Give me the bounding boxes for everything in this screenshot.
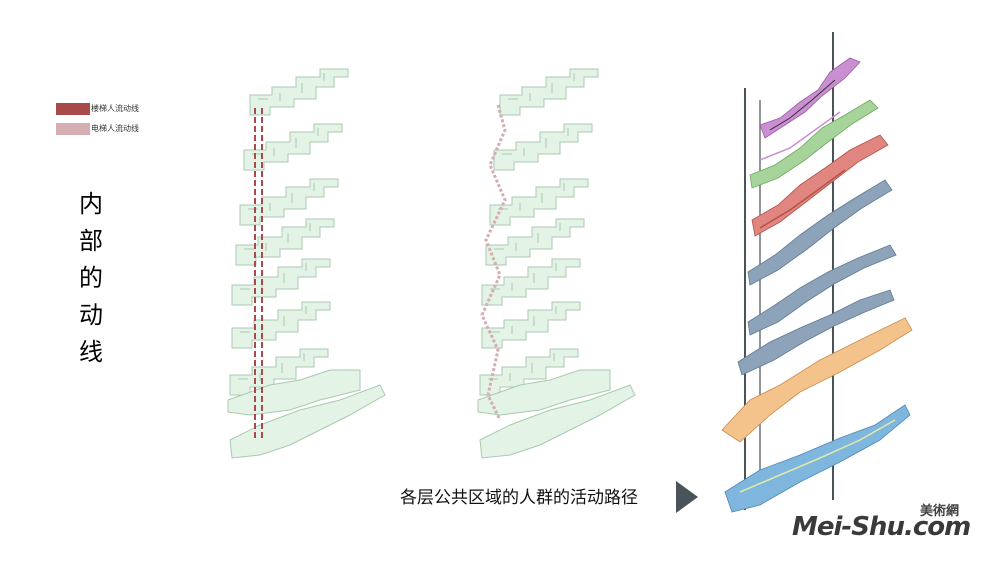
layer-route [751, 134, 889, 237]
watermark-logo-cn: 美術網 [920, 504, 960, 519]
layer-route [721, 317, 913, 443]
page-title: 内 部 的 动 线 [74, 186, 108, 371]
caption: 各层公共区域的人群的活动路径 [400, 488, 638, 508]
layer-route [749, 99, 879, 189]
floor-plan [499, 68, 599, 116]
title-char: 的 [79, 264, 103, 292]
layer-route [747, 179, 893, 286]
stack-elevator [477, 68, 636, 459]
floor-plan [485, 218, 585, 266]
title-char: 部 [79, 227, 103, 255]
title-char: 线 [79, 338, 103, 366]
layer-route [737, 289, 895, 376]
watermark-logo: Mei-Shu.com [792, 512, 971, 542]
legend-label-elevator: 电梯人流动线 [91, 124, 139, 133]
stair-route [254, 108, 263, 438]
floor-plan [493, 123, 593, 171]
ground-floor-plan [479, 384, 636, 459]
title-char: 动 [79, 301, 103, 329]
legend: 楼梯人流动线 电梯人流动线 [56, 100, 139, 140]
floor-plan [231, 301, 331, 349]
legend-label-stair: 楼梯人流动线 [91, 104, 139, 113]
layer-route [759, 57, 861, 139]
layer-route [747, 244, 897, 336]
stair-swatch [56, 102, 90, 115]
floor-plan [481, 301, 581, 349]
floor-plan [243, 123, 343, 171]
ground-floor-plan [229, 384, 386, 459]
floor-plan [227, 369, 361, 416]
stack-stair [227, 68, 386, 459]
floor-plan [477, 369, 611, 416]
elevator-route [480, 104, 507, 421]
floor-plan [489, 178, 589, 226]
title-char: 内 [79, 190, 103, 218]
legend-item-stair: 楼梯人流动线 [56, 100, 139, 117]
floor-plan [249, 68, 349, 116]
floor-plan [235, 218, 335, 266]
stack-public-routes [721, 32, 913, 513]
triangle-arrow-icon [676, 481, 698, 513]
floor-plan [231, 258, 331, 306]
elevator-swatch [56, 122, 90, 135]
legend-item-elevator: 电梯人流动线 [56, 120, 139, 137]
